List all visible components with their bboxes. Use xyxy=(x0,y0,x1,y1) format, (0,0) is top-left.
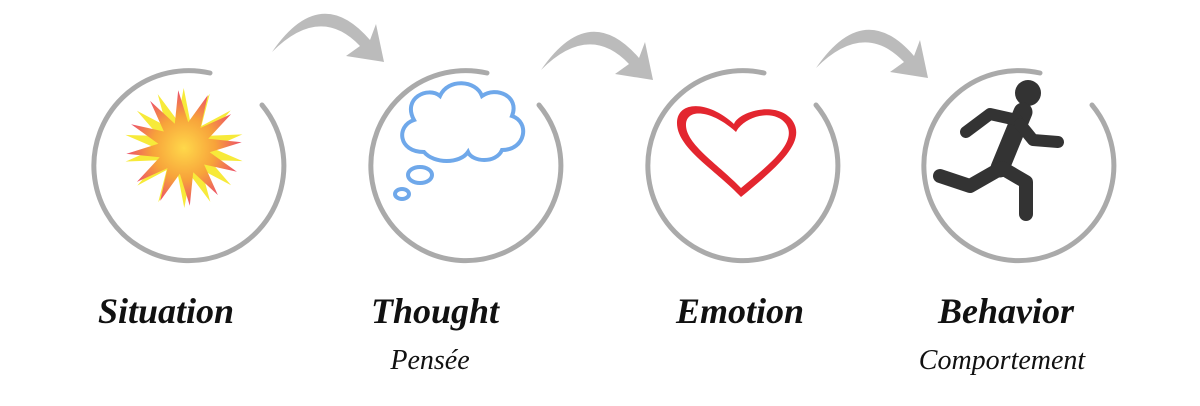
heart-icon xyxy=(676,106,797,197)
step-subtitle-behavior: Comportement xyxy=(918,345,1086,376)
step-subtitle-thought: Pensée xyxy=(390,345,470,376)
arrow-emotion-to-behavior xyxy=(816,29,928,78)
step-ring-behavior xyxy=(921,68,1117,264)
step-title-situation: Situation xyxy=(97,291,235,331)
thought-cloud-icon xyxy=(393,81,526,201)
arrow-thought-to-emotion xyxy=(541,31,653,80)
step-title-emotion: Emotion xyxy=(675,291,805,331)
running-person-icon xyxy=(933,80,1064,221)
starburst-icon xyxy=(125,88,243,208)
step-ring-emotion xyxy=(645,68,841,264)
step-ring-situation xyxy=(91,68,287,264)
step-title-behavior: Behavior xyxy=(937,291,1074,331)
arrow-situation-to-thought xyxy=(272,13,384,62)
step-ring-thought xyxy=(368,68,564,264)
step-title-thought: Thought xyxy=(370,291,500,331)
